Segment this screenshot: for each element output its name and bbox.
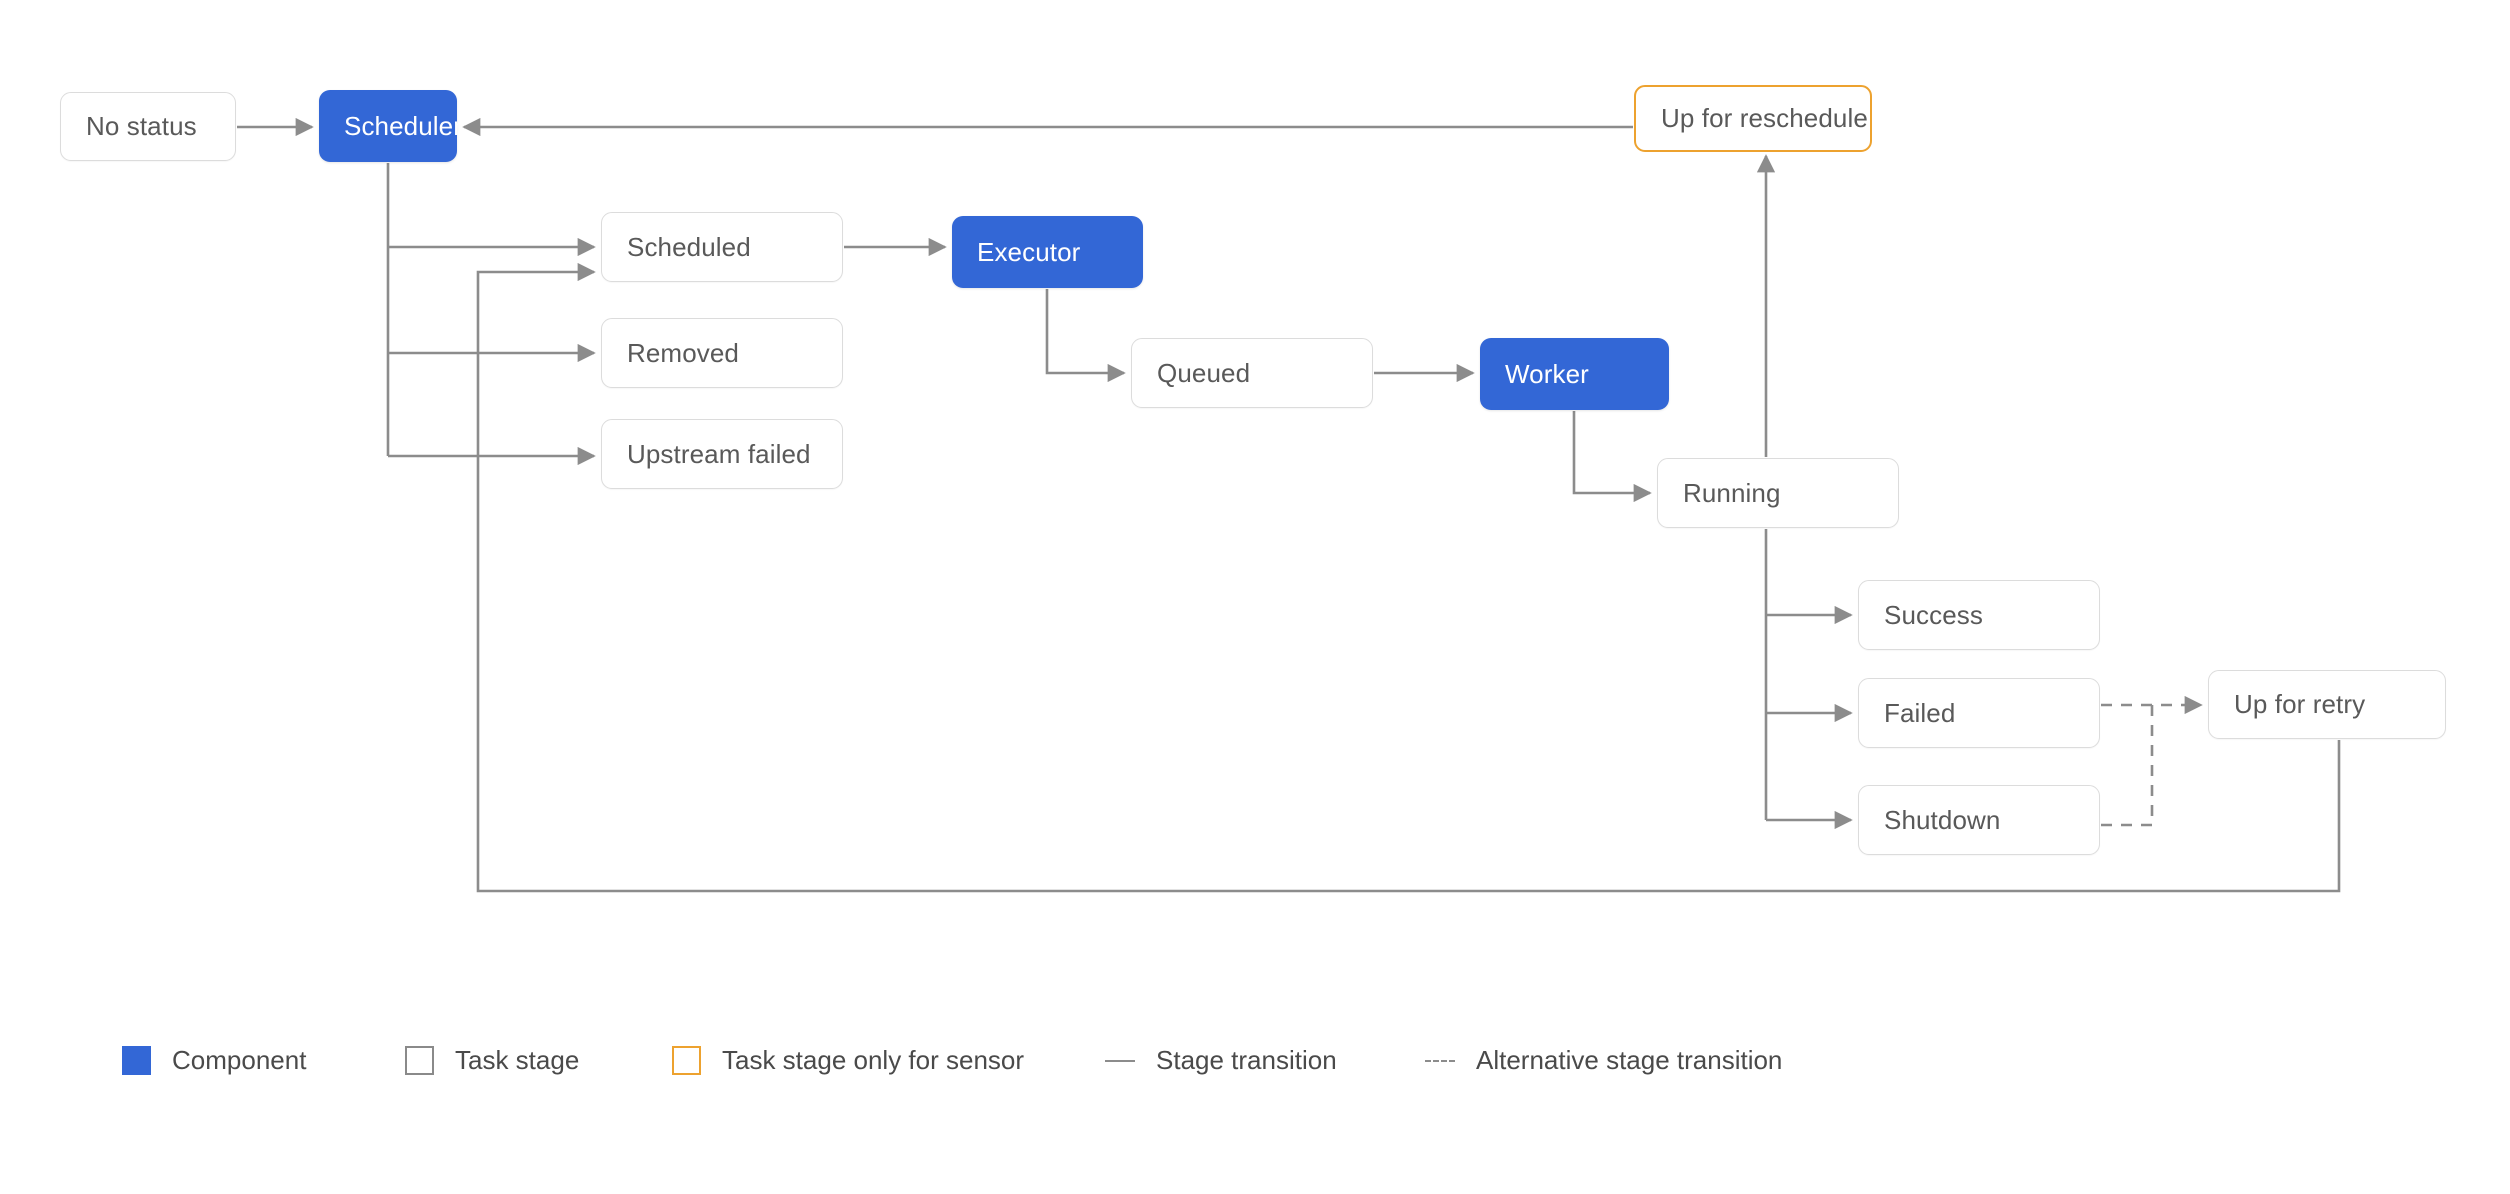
legend-item-sensor: Task stage only for sensor [672, 1040, 1024, 1080]
node-running[interactable]: Running [1657, 458, 1899, 528]
node-executor[interactable]: Executor [952, 216, 1143, 288]
node-up-for-retry[interactable]: Up for retry [2208, 670, 2446, 739]
node-worker[interactable]: Worker [1480, 338, 1669, 410]
node-scheduler[interactable]: Scheduler [319, 90, 462, 162]
legend-item-alt: Alternative stage transition [1425, 1040, 1782, 1080]
legend-label: Stage transition [1156, 1044, 1337, 1075]
node-label: Success [1884, 599, 1983, 630]
legend: Component Task stage Task stage only for s… [0, 1022, 2510, 1112]
node-label: No status [86, 111, 197, 141]
node-up-for-reschedule[interactable]: Up for reschedule [1634, 85, 1872, 152]
node-scheduled[interactable]: Scheduled [601, 212, 843, 282]
node-label: Running [1683, 477, 1781, 508]
node-success[interactable]: Success [1858, 580, 2100, 650]
legend-item-task-stage: Task stage [405, 1040, 579, 1080]
node-label: Worker [1505, 358, 1589, 389]
node-label: Removed [627, 337, 739, 368]
component-swatch-icon [122, 1045, 151, 1075]
node-label: Executor [977, 236, 1081, 267]
node-shutdown[interactable]: Shutdown [1858, 785, 2100, 855]
edge-worker-to-running [1572, 411, 1652, 503]
legend-label: Task stage only for sensor [722, 1044, 1025, 1075]
node-upstream-failed[interactable]: Upstream failed [601, 419, 843, 489]
edge-shutdown-to-up-for-retry [2101, 705, 2154, 827]
legend-label: Alternative stage transition [1476, 1044, 1783, 1075]
legend-item-component: Component [122, 1040, 306, 1080]
node-label: Upstream failed [627, 438, 811, 469]
legend-item-transition: Stage transition [1105, 1040, 1337, 1080]
node-label: Shutdown [1884, 804, 2001, 835]
node-label: Failed [1884, 697, 1956, 728]
node-queued[interactable]: Queued [1131, 338, 1373, 408]
legend-label: Component [172, 1044, 307, 1075]
dashed-line-icon [1425, 1046, 1455, 1075]
node-label: Scheduled [627, 231, 751, 262]
stage-swatch-icon [405, 1045, 434, 1075]
node-removed[interactable]: Removed [601, 318, 843, 388]
node-label: Queued [1157, 357, 1251, 388]
sensor-swatch-icon [672, 1045, 701, 1075]
node-no-status[interactable]: No status [60, 92, 236, 161]
edge-executor-to-queued [1045, 289, 1126, 383]
node-label: Up for reschedule [1661, 103, 1868, 133]
node-failed[interactable]: Failed [1858, 678, 2100, 748]
node-label: Scheduler [344, 110, 462, 141]
legend-label: Task stage [455, 1044, 580, 1075]
solid-line-icon [1105, 1046, 1135, 1075]
node-label: Up for retry [2234, 689, 2366, 719]
